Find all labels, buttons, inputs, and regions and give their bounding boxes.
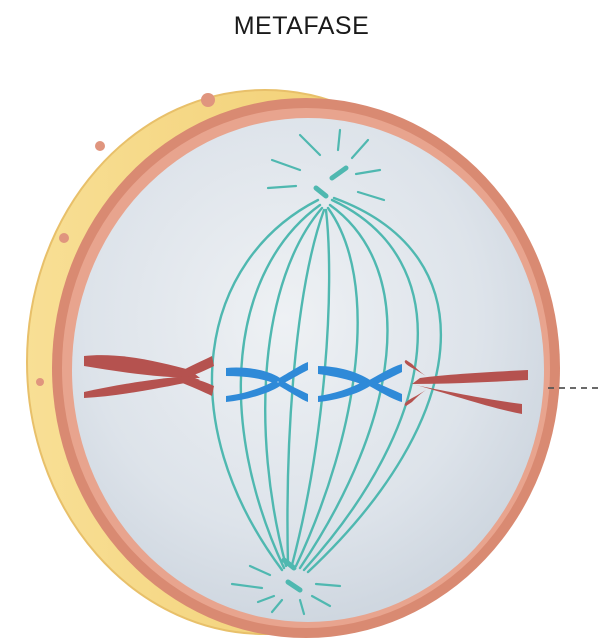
metaphase-cell-diagram — [0, 0, 603, 643]
